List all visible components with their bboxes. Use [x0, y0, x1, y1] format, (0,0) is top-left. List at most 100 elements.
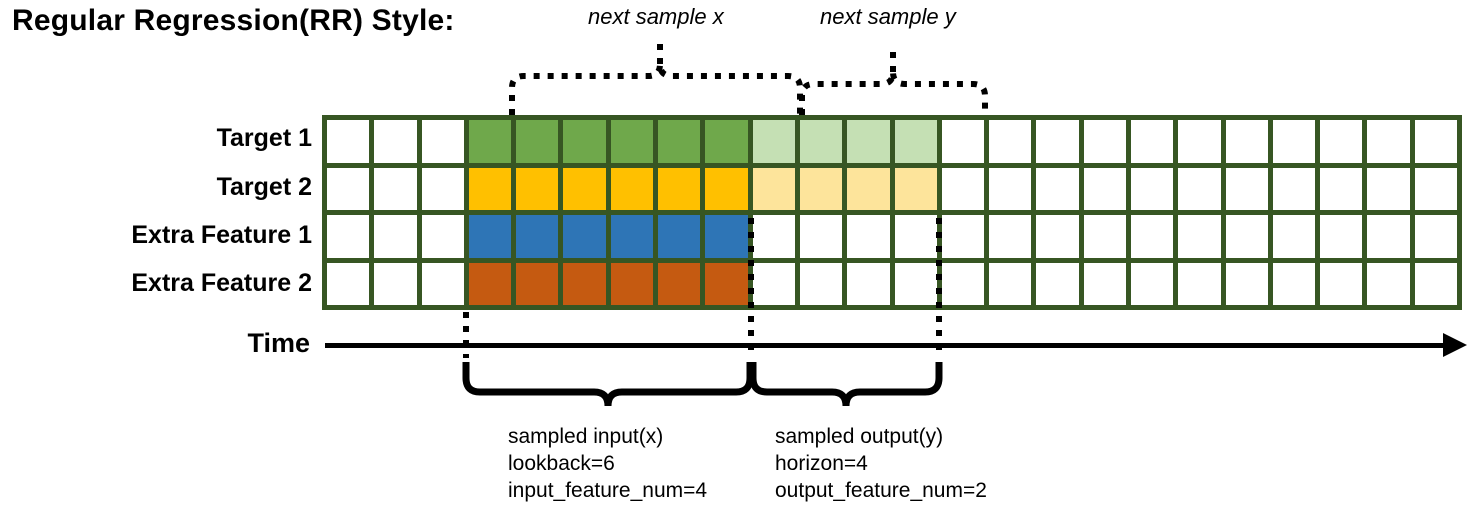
- grid-cell-r4-c17: [1083, 262, 1126, 305]
- row-label-extra-feature-2: Extra Feature 2: [131, 269, 312, 297]
- grid-cell-r2-c2: [374, 167, 417, 210]
- grid-cell-r3-c11: [799, 215, 843, 258]
- grid-cell-r1-c9: [705, 120, 748, 163]
- grid-cell-r2-c22: [1320, 167, 1363, 210]
- grid-cell-r2-c18: [1130, 167, 1174, 210]
- grid-cell-r2-c10: [752, 167, 795, 210]
- time-axis-arrow-icon: [1443, 333, 1467, 357]
- grid-cell-r3-c6: [563, 215, 606, 258]
- annotation-next-sample-y: next sample y: [820, 4, 956, 29]
- grid-cell-r3-c10: [752, 215, 795, 258]
- grid-cell-r2-c3: [421, 167, 464, 210]
- grid-cell-r4-c9: [705, 262, 748, 305]
- grid-cell-r1-c16: [1036, 120, 1079, 163]
- row-label-target-2: Target 2: [216, 173, 312, 201]
- grid-cell-r4-c16: [1036, 262, 1079, 305]
- grid-cell-r3-c12: [847, 215, 890, 258]
- time-axis-line: [325, 343, 1450, 348]
- grid-cell-r2-c11: [799, 167, 843, 210]
- grid-cell-r4-c3: [421, 262, 464, 305]
- grid-cell-r1-c24: [1414, 120, 1457, 163]
- row-label-column: Target 1 Target 2 Extra Feature 1 Extra …: [0, 0, 312, 516]
- grid-cell-r2-c7: [610, 167, 654, 210]
- grid-cell-r1-c17: [1083, 120, 1126, 163]
- grid-cell-r1-c18: [1130, 120, 1174, 163]
- brace-sampled-output: [749, 362, 943, 407]
- grid-cell-r2-c9: [705, 167, 748, 210]
- grid-cell-r2-c8: [658, 167, 701, 210]
- grid-cell-r1-c3: [421, 120, 464, 163]
- grid-cell-r3-c1: [327, 215, 370, 258]
- grid-cell-r4-c4: [468, 262, 512, 305]
- grid-cell-r2-c23: [1367, 167, 1410, 210]
- grid-cell-r2-c14: [941, 167, 985, 210]
- grid-cell-r4-c11: [799, 262, 843, 305]
- grid-cell-r2-c15: [989, 167, 1032, 210]
- grid-cell-r1-c19: [1178, 120, 1221, 163]
- page-title: Regular Regression(RR) Style:: [12, 4, 455, 37]
- grid-cell-r3-c19: [1178, 215, 1221, 258]
- grid-cell-r1-c14: [941, 120, 985, 163]
- grid-cell-r3-c22: [1320, 215, 1363, 258]
- caption-sampled-input-line-3: input_feature_num=4: [508, 478, 708, 502]
- row-label-target-1: Target 1: [216, 124, 312, 152]
- grid-cell-r2-c6: [563, 167, 606, 210]
- grid-cell-r3-c13: [894, 215, 937, 258]
- grid-cell-r1-c1: [327, 120, 370, 163]
- grid-cell-r3-c9: [705, 215, 748, 258]
- grid-cell-r4-c20: [1225, 262, 1268, 305]
- grid-cell-r4-c15: [989, 262, 1032, 305]
- grid-cell-r1-c10: [752, 120, 795, 163]
- grid-cell-r1-c5: [516, 120, 559, 163]
- grid-cell-r2-c4: [468, 167, 512, 210]
- grid-cell-r3-c17: [1083, 215, 1126, 258]
- caption-sampled-input-line-2: lookback=6: [508, 451, 615, 475]
- grid-cell-r3-c18: [1130, 215, 1174, 258]
- grid-cell-r4-c1: [327, 262, 370, 305]
- grid-cell-r2-c13: [894, 167, 937, 210]
- grid-cell-r4-c24: [1414, 262, 1457, 305]
- grid-cell-r4-c22: [1320, 262, 1363, 305]
- grid-cell-r2-c12: [847, 167, 890, 210]
- grid-cell-r4-c14: [941, 262, 985, 305]
- grid-cell-r2-c24: [1414, 167, 1457, 210]
- grid-cell-r2-c20: [1225, 167, 1268, 210]
- caption-sampled-output-line-1: sampled output(y): [775, 425, 944, 448]
- grid-cell-r4-c7: [610, 262, 654, 305]
- grid-cell-r1-c2: [374, 120, 417, 163]
- grid-cell-r2-c1: [327, 167, 370, 210]
- caption-sampled-output-line-3: output_feature_num=2: [775, 478, 987, 502]
- grid-cell-r3-c4: [468, 215, 512, 258]
- grid-cell-r1-c20: [1225, 120, 1268, 163]
- grid-cell-r4-c13: [894, 262, 937, 305]
- grid-cell-r3-c15: [989, 215, 1032, 258]
- grid-cell-r1-c12: [847, 120, 890, 163]
- grid-cell-r2-c17: [1083, 167, 1126, 210]
- grid-cell-r2-c21: [1272, 167, 1316, 210]
- caption-sampled-input-line-1: sampled input(x): [508, 425, 664, 448]
- grid-cell-r3-c24: [1414, 215, 1457, 258]
- dotted-brace-next-sample-x: [509, 63, 803, 115]
- grid-cell-r3-c20: [1225, 215, 1268, 258]
- grid-cell-r3-c3: [421, 215, 464, 258]
- brace-sampled-input: [462, 362, 754, 407]
- grid-cell-r2-c16: [1036, 167, 1079, 210]
- grid-cell-r4-c2: [374, 262, 417, 305]
- grid-cell-r2-c19: [1178, 167, 1221, 210]
- grid-cell-r1-c22: [1320, 120, 1363, 163]
- time-axis-label: Time: [247, 328, 310, 358]
- timeline-grid: [322, 115, 1462, 310]
- grid-cell-r4-c23: [1367, 262, 1410, 305]
- grid-cell-r3-c21: [1272, 215, 1316, 258]
- grid-cell-r4-c19: [1178, 262, 1221, 305]
- grid-cell-r4-c10: [752, 262, 795, 305]
- grid-cell-r1-c7: [610, 120, 654, 163]
- caption-sampled-output-line-2: horizon=4: [775, 451, 868, 475]
- grid-cell-r1-c21: [1272, 120, 1316, 163]
- caption-sampled-output: sampled output(y) horizon=4 output_featu…: [775, 424, 987, 505]
- grid-cell-r2-c5: [516, 167, 559, 210]
- grid-cell-r3-c8: [658, 215, 701, 258]
- grid-cell-r1-c6: [563, 120, 606, 163]
- grid-cell-r4-c6: [563, 262, 606, 305]
